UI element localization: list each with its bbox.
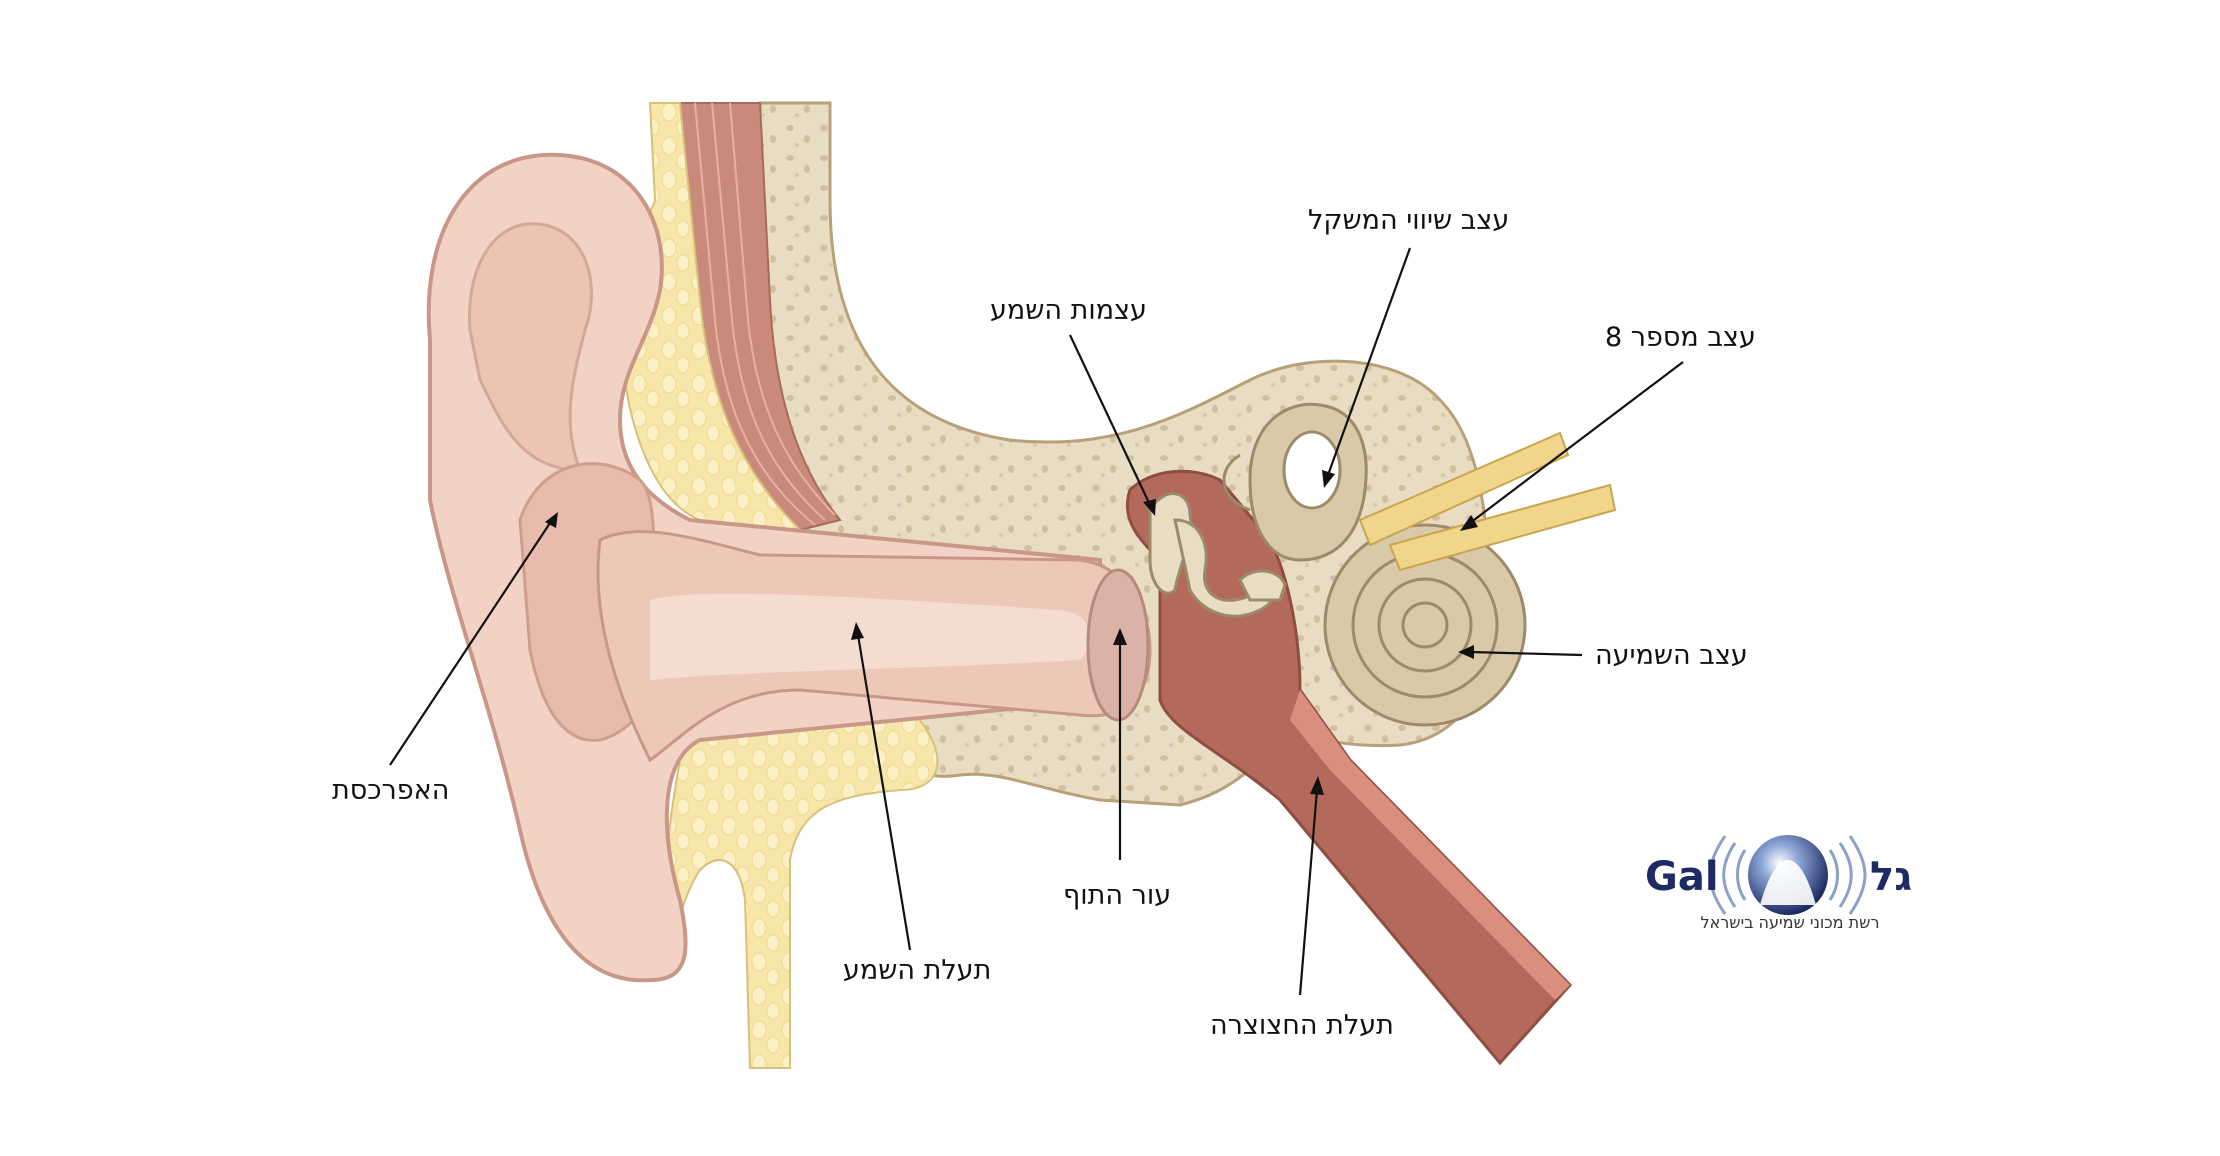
sound-waves-icon [1708, 835, 1867, 915]
vestibular-system-shape [1222, 402, 1368, 562]
ear-canal-inner [650, 593, 1091, 680]
label-nerve-8: עצב מספר 8 [1605, 322, 1756, 353]
label-ear-canal: תעלת השמע [843, 955, 992, 986]
label-eardrum: עור התוף [1063, 880, 1172, 911]
label-eustachian-tube: תעלת החצוצרה [1210, 1010, 1394, 1041]
label-ossicles: עצמות השמע [990, 295, 1147, 326]
leader-lines [389, 247, 1684, 996]
lower-fat-tissue [664, 685, 939, 1069]
eustachian-tube-lining [1290, 690, 1570, 1000]
logo-tagline: רשת מכוני שמיעה בישראל [1700, 913, 1879, 932]
logo-hebrew: גל [1870, 854, 1912, 900]
label-auditory-nerve: עצב השמיעה [1595, 640, 1748, 671]
label-pinna: האפרכסת [332, 775, 450, 806]
ossicles-shape [1148, 492, 1287, 618]
muscle-fibers [694, 102, 836, 526]
logo-latin: Gal [1645, 854, 1719, 900]
label-vestibular-nerve: עצב שיווי המשקל [1308, 205, 1510, 236]
pinna-helix [468, 222, 593, 472]
nerve-bundle-shape [1358, 431, 1617, 572]
cochlea-shape [1323, 523, 1527, 727]
gal-logo: Gal גל רשת מכוני שמיעה בישראל [1645, 835, 1912, 932]
